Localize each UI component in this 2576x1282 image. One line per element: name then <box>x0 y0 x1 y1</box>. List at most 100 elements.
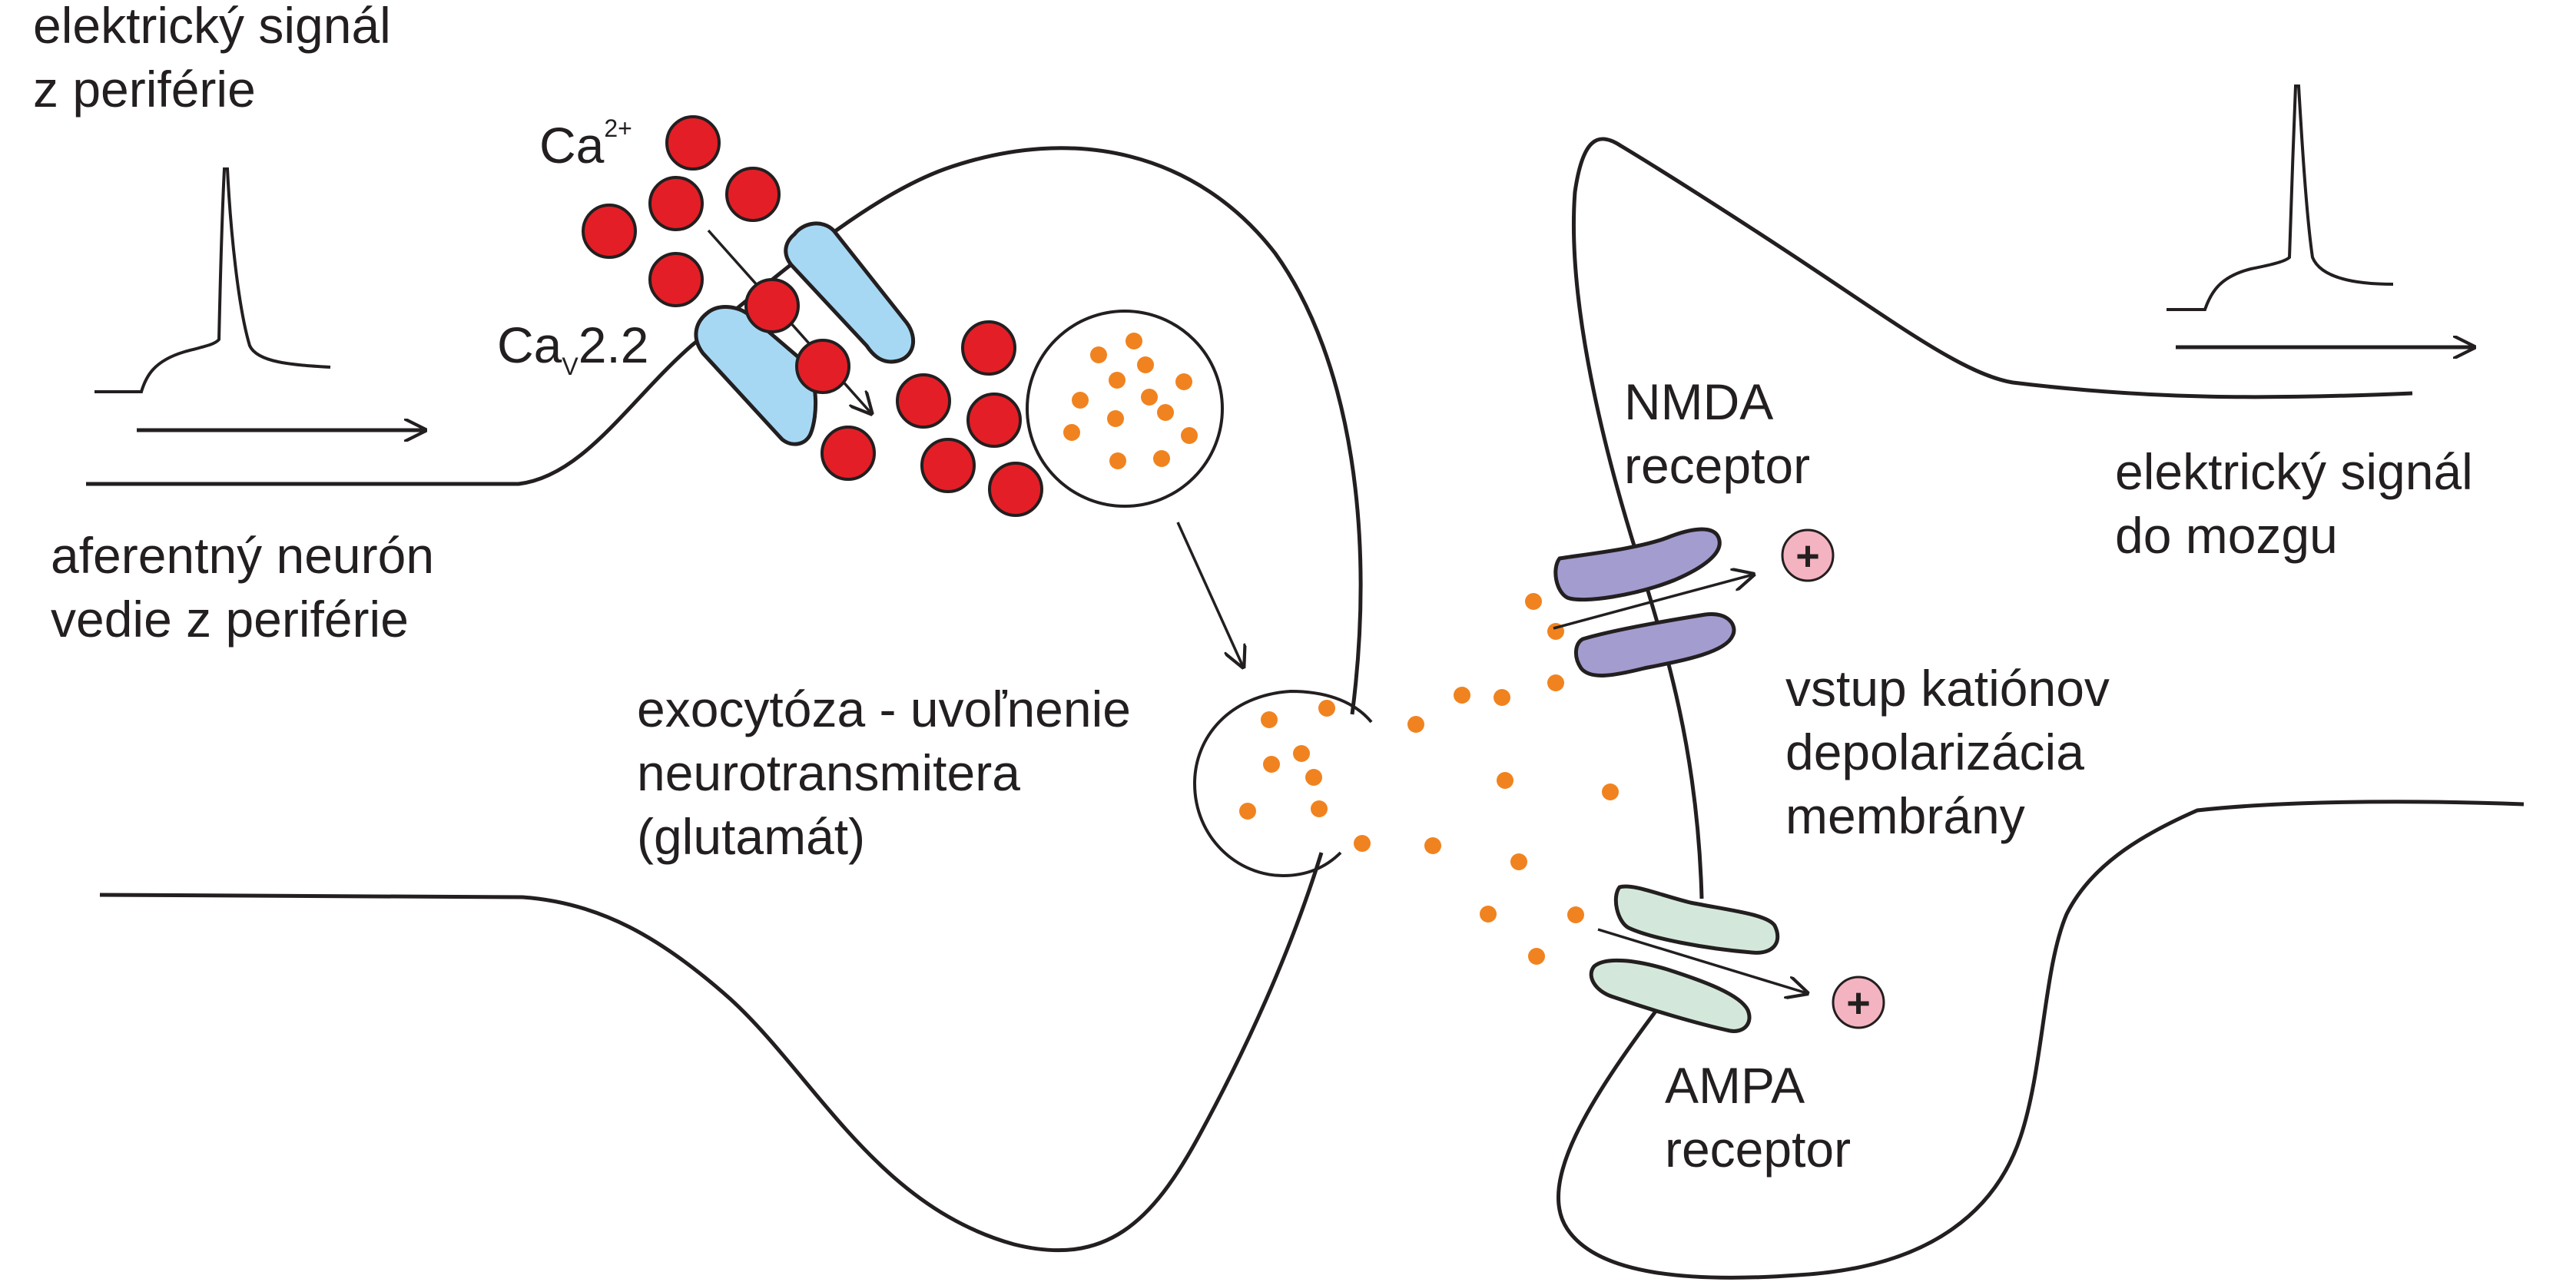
cation-plus-icon-ampa: + <box>1832 976 1885 1029</box>
neurotransmitter-dot <box>1567 906 1584 923</box>
label-ampa-receptor: AMPA receptor <box>1665 1054 1851 1181</box>
calcium-ion-dot <box>648 252 704 307</box>
neurotransmitter-dot <box>1137 356 1154 373</box>
label-superscript: 2+ <box>604 114 632 142</box>
calcium-ion-dot <box>582 204 637 259</box>
neurotransmitter-dot <box>1141 389 1158 406</box>
label-line: elektrický signál <box>33 0 391 54</box>
presynaptic-membrane-lower <box>99 852 1324 1253</box>
label-line: receptor <box>1624 437 1811 494</box>
presynaptic-membrane-upper <box>86 146 1363 715</box>
neurotransmitter-dot <box>1602 783 1619 800</box>
calcium-ion-dot <box>821 426 876 481</box>
cation-plus-icon <box>1781 528 1835 582</box>
calcium-ion-dot <box>961 320 1016 376</box>
calcium-ion-dot <box>966 393 1022 448</box>
nmda-receptor-subunit-upper <box>1553 527 1722 602</box>
label-base: Ca <box>497 316 562 373</box>
neurotransmitter-dot <box>1494 689 1510 706</box>
label-suffix: 2.2 <box>578 316 649 373</box>
neurotransmitter-dot <box>1293 745 1310 762</box>
calcium-ion-dot <box>744 278 800 333</box>
nmda-receptor-subunit-lower <box>1574 611 1736 677</box>
label-line: NMDA <box>1624 373 1774 430</box>
cav2-2-channel-subunit-upper <box>784 221 915 364</box>
neurotransmitter-dot <box>1528 948 1545 965</box>
label-subscript: V <box>562 353 579 380</box>
label-line: do mozgu <box>2115 507 2338 564</box>
neurotransmitter-dot <box>1454 687 1470 704</box>
action-potential-trace-brain <box>2167 84 2394 311</box>
exocytosis-arrow <box>1176 522 1243 667</box>
postsynaptic-membrane-lower <box>1557 800 2525 1280</box>
calcium-ions <box>582 115 1043 517</box>
neurotransmitter-dot <box>1153 450 1170 467</box>
ampa-cation-arrow <box>1597 928 1807 993</box>
neurotransmitter-dot <box>1311 800 1328 817</box>
neurotransmitter-dot <box>1126 333 1142 349</box>
ampa-receptor-subunit-lower <box>1589 958 1752 1033</box>
label-line: depolarizácia <box>1785 724 2084 780</box>
neurotransmitter-dot <box>1261 711 1278 728</box>
calcium-ion-dot <box>920 438 976 493</box>
released-neurotransmitters <box>1239 593 1619 965</box>
vesicle-neurotransmitters <box>1063 333 1198 469</box>
neurotransmitter-dot <box>1407 716 1424 733</box>
label-line: receptor <box>1665 1121 1852 1178</box>
label-signal-from-periphery: elektrický signál z periférie <box>33 0 391 121</box>
neurotransmitter-dot <box>1109 452 1126 469</box>
label-line: z periférie <box>33 61 256 118</box>
label-line: (glutamát) <box>637 808 866 865</box>
plus-sign: + <box>1846 980 1871 1026</box>
label-line: exocytóza - uvoľnenie <box>637 681 1131 737</box>
neurotransmitter-dot <box>1109 372 1126 389</box>
label-exocytosis: exocytóza - uvoľnenie neurotransmitera (… <box>637 677 1131 869</box>
neurotransmitter-dot <box>1305 769 1322 786</box>
label-line: AMPA <box>1665 1057 1805 1114</box>
neurotransmitter-dot <box>1181 427 1198 444</box>
neurotransmitter-dot <box>1547 674 1564 691</box>
calcium-ion-dot <box>725 167 781 222</box>
label-cav-channel: CaV2.2 <box>497 313 648 386</box>
neurotransmitter-dot <box>1510 853 1527 870</box>
neurotransmitter-dot <box>1354 835 1371 852</box>
neurotransmitter-dot <box>1318 700 1335 717</box>
label-signal-to-brain: elektrický signál do mozgu <box>2115 440 2473 568</box>
calcium-ion-dot <box>896 373 951 429</box>
neurotransmitter-dot <box>1263 756 1280 773</box>
neurotransmitter-dot <box>1090 346 1107 363</box>
neurotransmitter-dot <box>1239 803 1256 820</box>
label-calcium-ion: Ca2+ <box>539 114 632 187</box>
ampa-receptor-subunit-upper <box>1613 884 1780 955</box>
plus-sign: + <box>1795 533 1820 579</box>
label-line: vedie z periférie <box>51 591 409 648</box>
neurotransmitter-dot <box>1107 410 1124 427</box>
label-line: elektrický signál <box>2115 443 2473 500</box>
label-afferent-neuron: aferentný neurón vedie z periférie <box>51 524 434 651</box>
label-line: neurotransmitera <box>637 744 1020 801</box>
neurotransmitter-dot <box>1525 593 1542 610</box>
calcium-ion-dot <box>665 115 721 171</box>
neurotransmitter-dot <box>1424 837 1441 854</box>
label-line: membrány <box>1785 787 2025 844</box>
label-line: aferentný neurón <box>51 527 435 584</box>
neurotransmitter-dot <box>1497 772 1513 789</box>
calcium-ion-dot <box>988 462 1043 517</box>
neurotransmitter-dot <box>1175 373 1192 390</box>
calcium-ion-dot <box>795 339 850 394</box>
label-line: vstup katiónov <box>1785 660 2110 717</box>
neurotransmitter-dot <box>1072 392 1089 409</box>
label-cation-entry: vstup katiónov depolarizácia membrány <box>1785 657 2110 848</box>
calcium-ion-dot <box>648 176 704 231</box>
action-potential-trace-periphery <box>94 167 331 393</box>
label-base: Ca <box>539 117 605 174</box>
nmda-cation-arrow <box>1553 575 1753 630</box>
cation-plus-icon <box>1832 976 1885 1029</box>
neurotransmitter-dot <box>1157 404 1174 421</box>
vesicle <box>1026 310 1224 508</box>
label-nmda-receptor: NMDA receptor <box>1624 370 1810 498</box>
fusing-vesicle <box>1192 689 1373 878</box>
neurotransmitter-dot <box>1480 906 1497 923</box>
